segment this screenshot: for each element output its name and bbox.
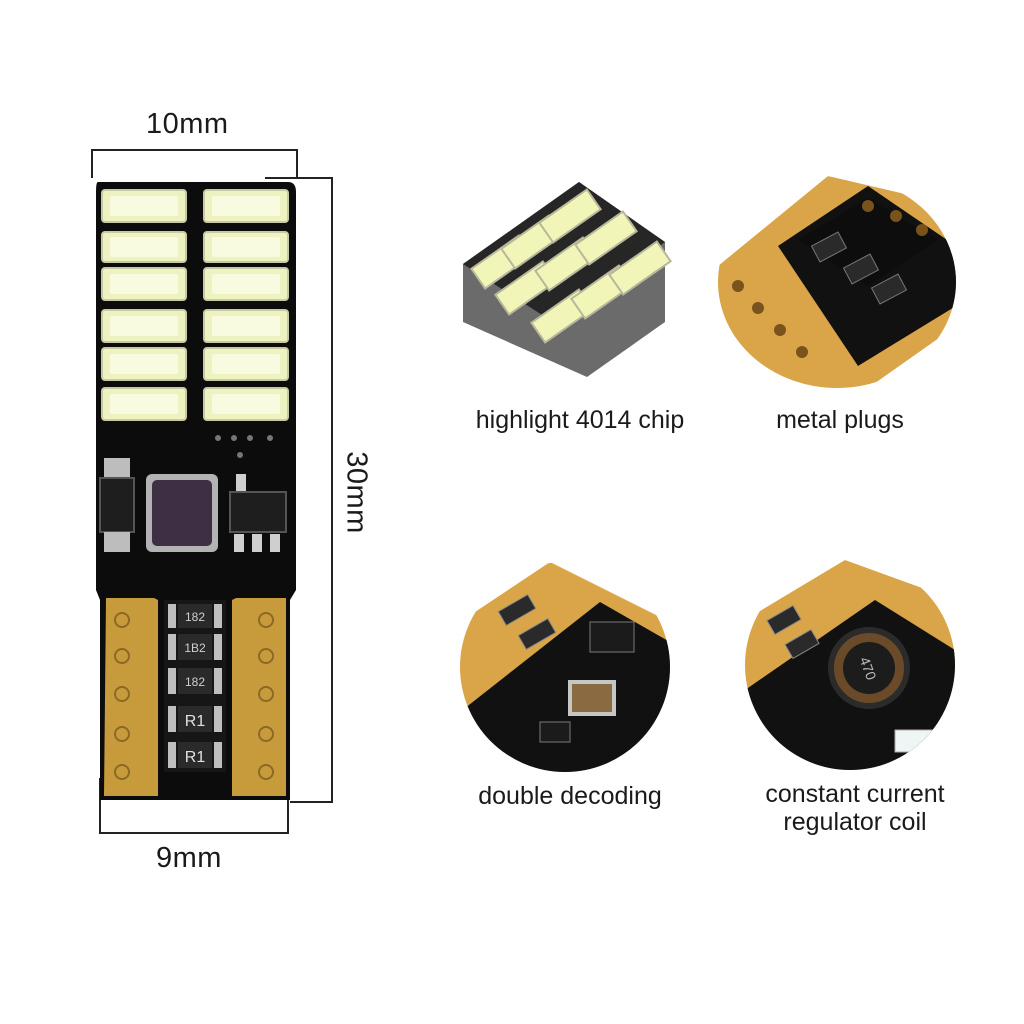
feature-label-metal-plugs: metal plugs — [776, 406, 904, 434]
feature-image-metal-plugs — [718, 176, 956, 388]
feature-label-decoding: double decoding — [478, 782, 662, 810]
feature-label-regulator-coil: constant current regulator coil — [720, 780, 990, 836]
feature-image-regulator-coil: 470 — [745, 560, 955, 770]
dimension-lines — [91, 149, 333, 834]
resistor-column: 182 1B2 182 R1 R1 — [164, 600, 226, 772]
top-width-bracket — [91, 149, 298, 178]
feature-image-chip — [455, 172, 675, 392]
resistor-label-text: R1 — [185, 749, 206, 766]
feature-label-line: constant current — [765, 780, 945, 808]
resistor-code-text: 1B2 — [184, 641, 206, 655]
resistor-label-text: R1 — [185, 713, 206, 730]
dimension-top-width: 10mm — [146, 108, 229, 140]
led-bulb-diagram: 182 1B2 182 R1 R1 — [91, 149, 333, 834]
led-chip-grid — [101, 189, 289, 421]
feature-image-decoding — [460, 562, 670, 772]
coil-marking-text: 470 — [857, 655, 880, 683]
resistor-code-text: 182 — [185, 675, 205, 689]
dimension-height: 30mm — [340, 451, 373, 534]
driver-components — [99, 435, 287, 552]
feature-label-line: regulator coil — [783, 808, 927, 836]
height-bracket — [265, 177, 333, 803]
bottom-width-bracket — [99, 778, 289, 834]
resistor-code-text: 182 — [185, 610, 205, 624]
dimension-bottom-width: 9mm — [156, 842, 222, 874]
copper-contacts — [104, 598, 286, 796]
feature-label-chip: highlight 4014 chip — [475, 406, 685, 434]
